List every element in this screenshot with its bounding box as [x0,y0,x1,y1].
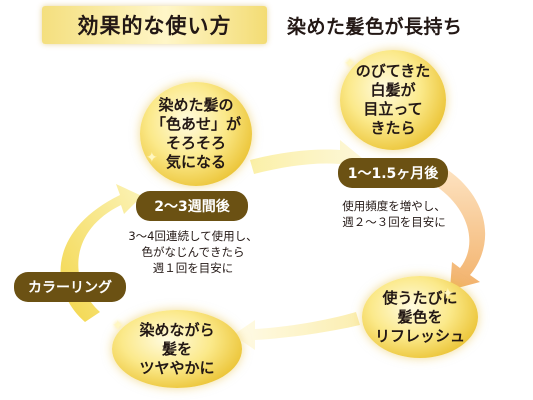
page-subtitle: 染めた髪色が長持ち [287,16,463,38]
step-bubble-shiraga: のびてきた 白髪が 目立って きたら [340,50,446,150]
tag-coloring: カラーリング [14,272,126,302]
arrow-bottom [233,312,360,350]
sparkle-icon: ✦ [344,56,356,72]
arrow-top [250,140,362,174]
note-weeks: 3〜4回連続して使用し、 色がなじんできたら 週１回を目安に [128,229,258,275]
title-banner: 効果的な使い方 [42,6,267,44]
arrow-right-arc [436,170,486,290]
sparkle-icon: ✦ [146,150,158,166]
sparkle-icon: ✦ [442,286,454,302]
tag-1-1.5-months: 1〜1.5ヶ月後 [338,158,448,188]
step-bubble-iroase: 染めた髪の 「色あせ」が そろそろ 気になる [140,82,252,186]
tag-2-3-weeks: 2〜3週間後 [136,191,248,221]
note-months: 使用頻度を増やし、 週２〜３回を目安に [342,199,446,229]
sparkle-icon: ✦ [112,318,124,334]
step-bubble-refresh: 使うたびに 髪色を リフレッシュ [362,276,478,358]
page-title: 効果的な使い方 [77,14,232,38]
step-bubble-tsuyayaka: 染めながら 髪を ツヤやかに [112,310,242,388]
